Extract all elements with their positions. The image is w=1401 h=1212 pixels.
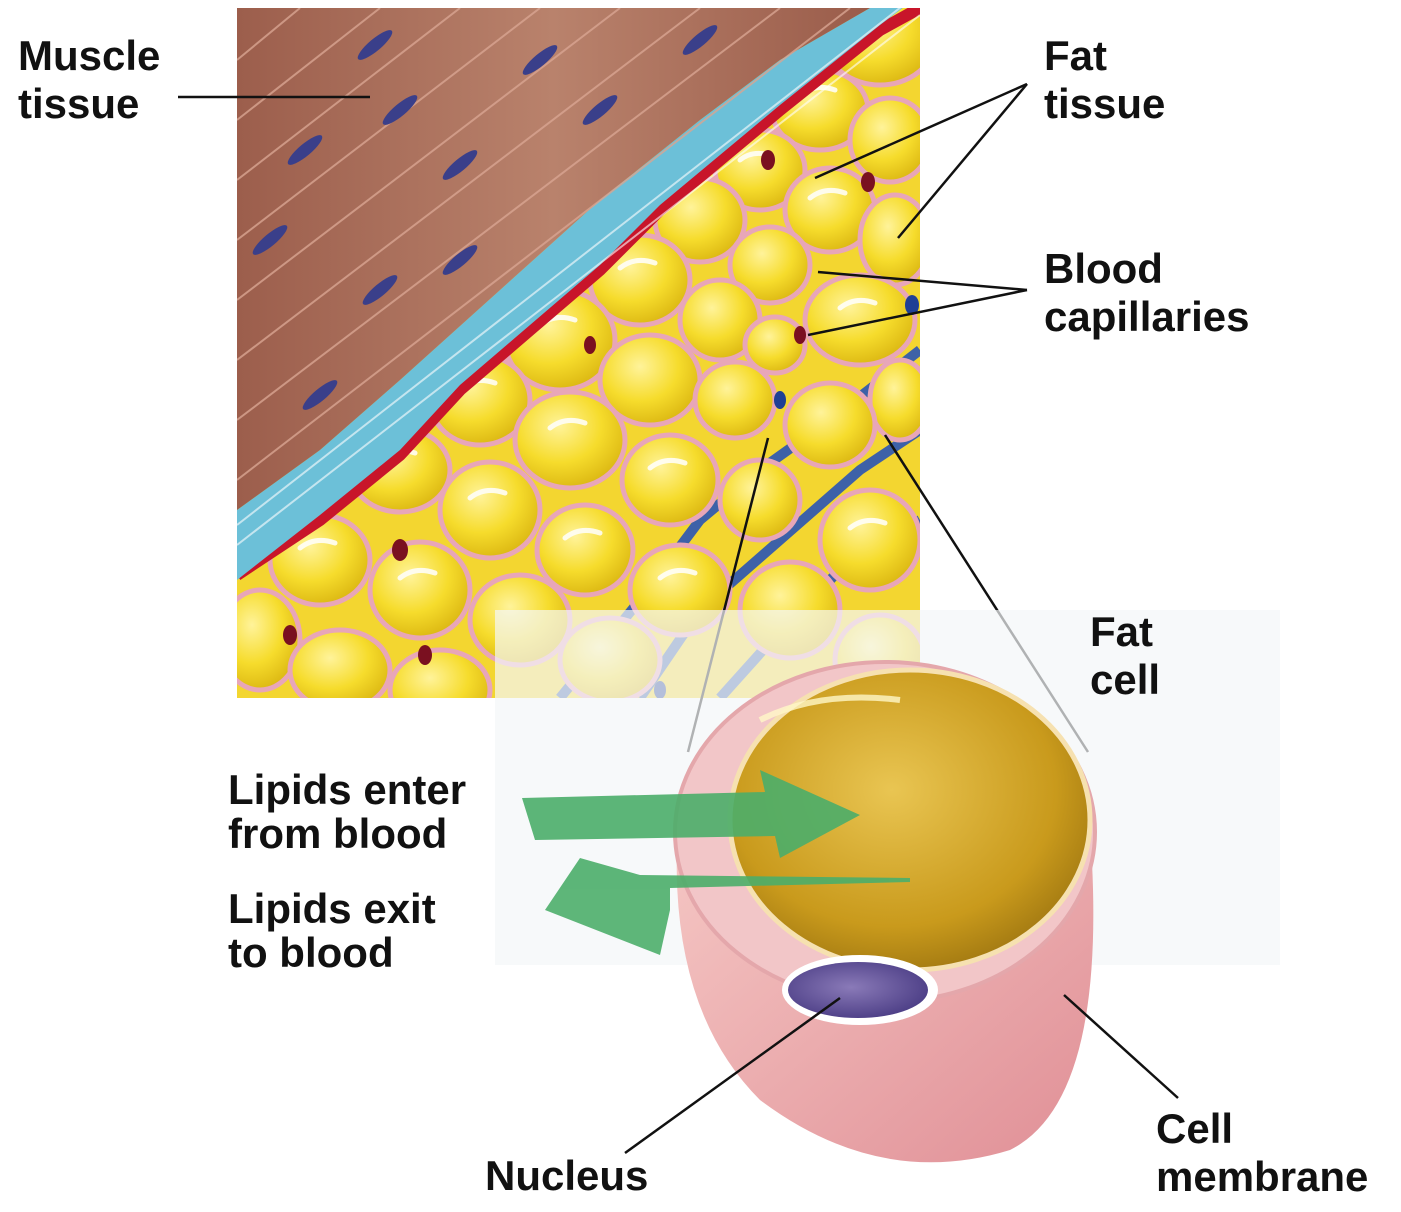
muscle-tissue-label-line1: Muscle [18,32,160,80]
blood-capillaries-label: Blood capillaries [1044,245,1249,341]
nucleus-label: Nucleus [485,1152,648,1200]
cell-membrane-label: Cell membrane [1156,1105,1368,1201]
fat-tissue-label-line2: tissue [1044,80,1165,128]
blood-capillaries-label-line1: Blood [1044,245,1249,293]
fat-cell-label-line1: Fat [1090,608,1160,656]
lipids-enter-label-line1: Lipids enter [228,768,466,812]
lipids-exit-label: Lipids exit to blood [228,887,436,975]
nucleus-label-line1: Nucleus [485,1152,648,1200]
fat-tissue-label: Fat tissue [1044,32,1165,128]
lipids-enter-label: Lipids enter from blood [228,768,466,856]
muscle-tissue-label-line2: tissue [18,80,160,128]
fat-cell-label-line2: cell [1090,656,1160,704]
lipids-enter-label-line2: from blood [228,812,466,856]
lipids-exit-label-line1: Lipids exit [228,887,436,931]
cell-membrane-label-line2: membrane [1156,1153,1368,1201]
fat-tissue-label-line1: Fat [1044,32,1165,80]
muscle-tissue-label: Muscle tissue [18,32,160,128]
cell-membrane-label-line1: Cell [1156,1105,1368,1153]
fat-cell-label: Fat cell [1090,608,1160,704]
blood-capillaries-label-line2: capillaries [1044,293,1249,341]
lipids-exit-label-line2: to blood [228,931,436,975]
nucleus-shape [788,962,928,1018]
